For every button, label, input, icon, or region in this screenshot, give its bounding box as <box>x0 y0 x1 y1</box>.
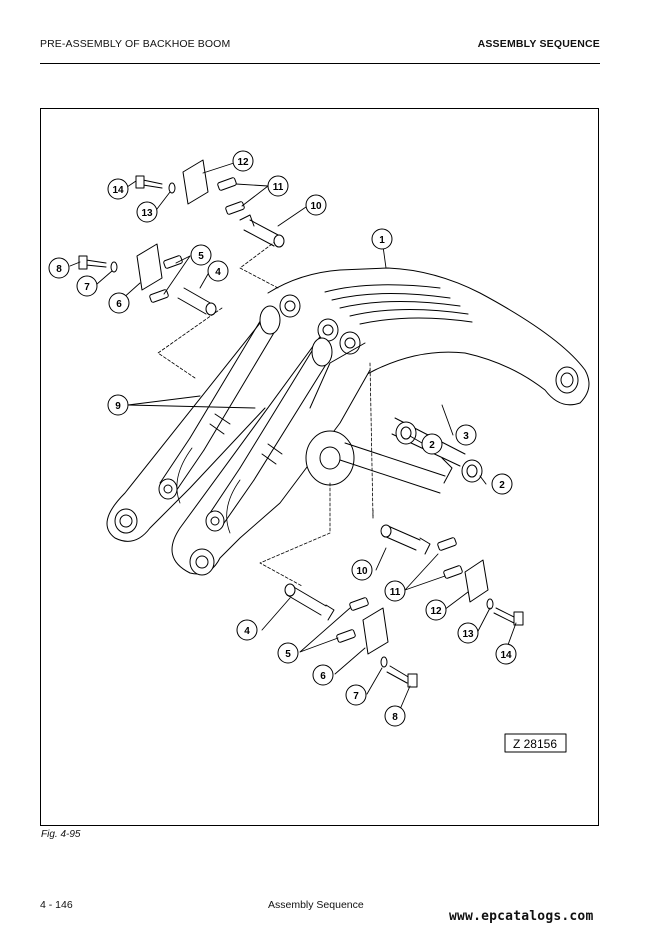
callout-5-upper: 5 <box>190 244 212 266</box>
svg-text:8: 8 <box>392 712 398 723</box>
svg-text:3: 3 <box>463 431 469 442</box>
callout-1: 1 <box>371 228 393 250</box>
svg-text:7: 7 <box>84 282 90 293</box>
svg-text:2: 2 <box>429 440 435 451</box>
svg-text:6: 6 <box>320 671 326 682</box>
callout-11-lower: 11 <box>384 580 406 602</box>
callout-7-upper: 7 <box>76 275 98 297</box>
alignment-lines <box>157 237 374 587</box>
callout-8-lower: 8 <box>384 705 406 727</box>
svg-text:10: 10 <box>356 566 368 577</box>
svg-text:9: 9 <box>115 401 121 412</box>
callout-9: 9 <box>107 394 129 416</box>
svg-text:10: 10 <box>310 201 322 212</box>
callout-14-upper: 14 <box>107 178 129 200</box>
svg-text:11: 11 <box>273 182 284 193</box>
page-number: 4 - 146 <box>40 899 73 911</box>
callout-5-lower: 5 <box>277 642 299 664</box>
svg-text:2: 2 <box>499 480 505 491</box>
svg-text:8: 8 <box>56 264 62 275</box>
callout-6-lower: 6 <box>312 664 334 686</box>
svg-text:14: 14 <box>112 185 124 196</box>
svg-text:4: 4 <box>244 626 250 637</box>
drawing-number-box: Z 28156 <box>504 733 567 753</box>
svg-text:6: 6 <box>116 299 122 310</box>
callout-13-lower: 13 <box>457 622 479 644</box>
watermark-url: www.epcatalogs.com <box>449 909 594 924</box>
backhoe-boom-exploded-diagram: 14 13 12 11 10 1 8 7 6 5 4 9 3 2 2 10 11… <box>48 150 590 753</box>
callout-2-right: 2 <box>491 473 513 495</box>
svg-text:14: 14 <box>500 650 512 661</box>
callout-4-lower: 4 <box>236 619 258 641</box>
callout-12-upper: 12 <box>232 150 254 172</box>
callout-12-lower: 12 <box>425 599 447 621</box>
callout-6-upper: 6 <box>108 292 130 314</box>
svg-text:5: 5 <box>198 251 204 262</box>
callout-3: 3 <box>455 424 477 446</box>
callout-8-upper: 8 <box>48 257 70 279</box>
svg-text:7: 7 <box>353 691 359 702</box>
boom-body <box>106 267 590 576</box>
lower-hardware <box>284 524 524 688</box>
header-document-title: PRE-ASSEMBLY OF BACKHOE BOOM <box>40 38 231 50</box>
svg-text:12: 12 <box>237 157 249 168</box>
svg-text:1: 1 <box>379 235 385 246</box>
callout-2-left: 2 <box>421 433 443 455</box>
callout-14-lower: 14 <box>495 643 517 665</box>
callout-10-upper: 10 <box>305 194 327 216</box>
callout-4-upper: 4 <box>207 260 229 282</box>
footer-section-title: Assembly Sequence <box>268 899 364 911</box>
drawing-number: Z 28156 <box>513 737 557 751</box>
svg-text:13: 13 <box>141 208 153 219</box>
svg-text:11: 11 <box>390 587 401 598</box>
figure-frame <box>40 108 599 826</box>
svg-text:12: 12 <box>430 606 442 617</box>
figure-caption: Fig. 4-95 <box>41 829 81 840</box>
upper-hardware <box>78 159 285 316</box>
svg-text:5: 5 <box>285 649 291 660</box>
callout-7-lower: 7 <box>345 684 367 706</box>
svg-text:4: 4 <box>215 267 221 278</box>
svg-text:13: 13 <box>462 629 474 640</box>
header-rule <box>40 63 600 64</box>
callout-10-lower: 10 <box>351 559 373 581</box>
callout-13-upper: 13 <box>136 201 158 223</box>
callout-11-upper: 11 <box>267 175 289 197</box>
header-section-title: ASSEMBLY SEQUENCE <box>477 38 600 50</box>
callouts: 14 13 12 11 10 1 8 7 6 5 4 9 3 2 2 10 11… <box>48 150 517 727</box>
boom-cylinders <box>158 305 333 534</box>
